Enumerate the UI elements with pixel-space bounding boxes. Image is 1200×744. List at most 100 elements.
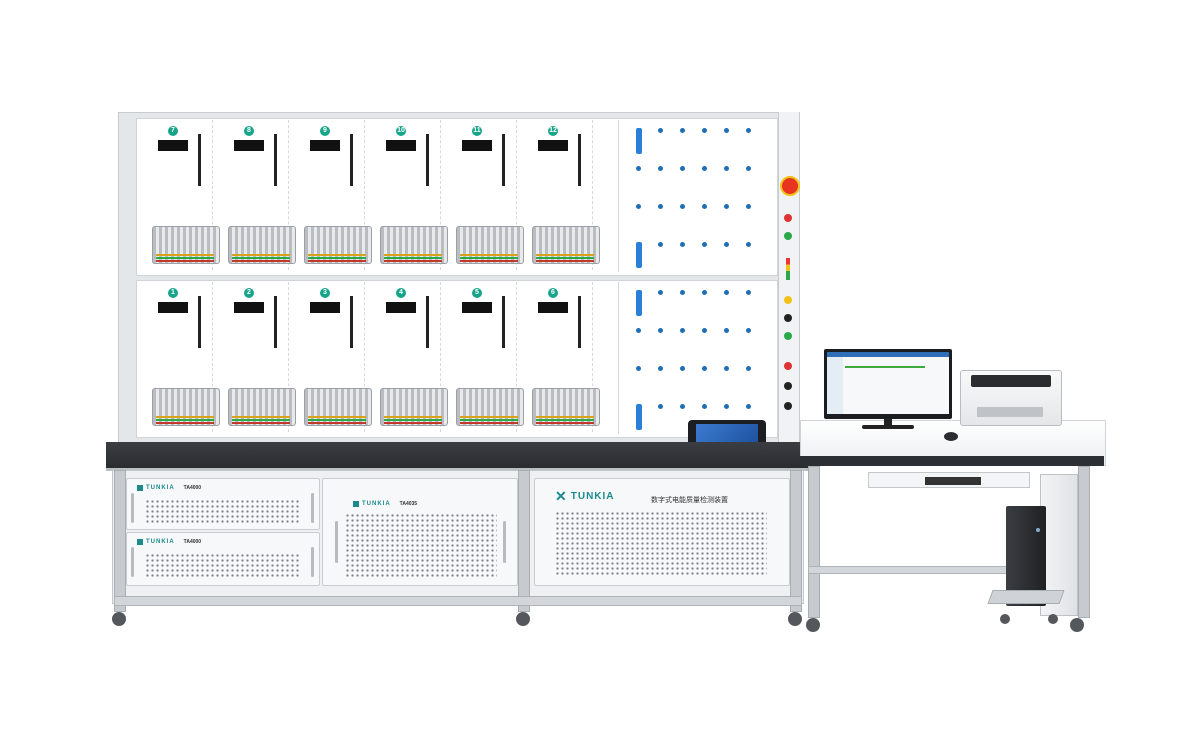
terminal-block	[636, 404, 642, 430]
meter-number: 6	[548, 288, 558, 298]
terminal-socket	[724, 204, 729, 209]
jack-black-1	[784, 314, 792, 322]
terminal-socket	[724, 290, 729, 295]
terminal-socket	[724, 128, 729, 133]
terminal-socket	[724, 404, 729, 409]
desk-leg-left	[808, 466, 820, 618]
terminal-socket	[636, 166, 641, 171]
cabinet-title: 数字式电能质量检测装置	[651, 497, 728, 504]
terminal-socket	[702, 366, 707, 371]
jack-black-2	[784, 382, 792, 390]
wire	[232, 419, 290, 421]
meter-position	[212, 120, 289, 270]
terminal-socket	[680, 404, 685, 409]
desk-leg-right	[1078, 466, 1090, 618]
terminal-socket	[680, 242, 685, 247]
emergency-stop-button[interactable]	[780, 176, 800, 196]
meter-number: 1	[168, 288, 178, 298]
terminal-socket	[702, 404, 707, 409]
indicator-strip	[786, 258, 790, 280]
bench-leg-right	[790, 470, 802, 612]
wire	[308, 416, 366, 418]
jack-black-3	[784, 402, 792, 410]
indicator-green	[784, 232, 792, 240]
terminal-socket	[658, 404, 663, 409]
terminal-socket	[724, 366, 729, 371]
wire	[156, 254, 214, 256]
brand-label: TUNKIA	[146, 539, 175, 545]
terminal-socket	[658, 166, 663, 171]
terminal-socket	[702, 128, 707, 133]
wire	[460, 422, 518, 424]
vent-grille	[345, 513, 497, 577]
computer-desk-edge	[800, 456, 1104, 466]
meter-position	[136, 120, 213, 270]
terminal-socket	[746, 290, 751, 295]
wire	[536, 419, 594, 421]
wire	[384, 422, 442, 424]
wire	[384, 260, 442, 262]
meter-display	[462, 302, 492, 313]
meter-display	[462, 140, 492, 151]
wire	[460, 257, 518, 259]
wire	[308, 254, 366, 256]
meter-position	[364, 120, 441, 270]
terminal-socket	[724, 242, 729, 247]
meter-display	[386, 140, 416, 151]
bench-leg-left	[114, 470, 126, 612]
handle-right	[311, 493, 314, 523]
meter-mount-rod	[426, 134, 429, 186]
terminal-socket	[702, 166, 707, 171]
brand-label: TUNKIA	[362, 501, 391, 507]
meter-mount-rod	[502, 296, 505, 348]
terminal-socket	[680, 204, 685, 209]
terminal-socket	[724, 166, 729, 171]
meter-position	[288, 282, 365, 432]
indicator-red	[784, 214, 792, 222]
keyboard-tray	[868, 472, 1030, 488]
meter-mount-rod	[198, 296, 201, 348]
meter-position	[516, 282, 593, 432]
wire	[308, 419, 366, 421]
terminal-socket	[636, 366, 641, 371]
terminal-socket	[702, 204, 707, 209]
terminal-socket	[636, 204, 641, 209]
meter-position	[136, 282, 213, 432]
jack-green	[784, 332, 792, 340]
meter-display	[234, 140, 264, 151]
wire	[384, 254, 442, 256]
terminal-socket	[680, 166, 685, 171]
meter-number: 7	[168, 126, 178, 136]
tunkia-logo-icon	[353, 501, 359, 507]
terminal-socket	[702, 290, 707, 295]
wire	[536, 257, 594, 259]
tunkia-logo-icon	[137, 539, 143, 545]
terminal-socket	[658, 366, 663, 371]
instrument-main-cabinet: ✕ TUNKIA 数字式电能质量检测装置	[534, 478, 790, 586]
terminal-socket	[702, 328, 707, 333]
meter-display	[386, 302, 416, 313]
meter-mount-rod	[350, 296, 353, 348]
wire	[308, 422, 366, 424]
terminal-socket	[658, 204, 663, 209]
handle-left	[131, 547, 134, 577]
meter-display	[310, 140, 340, 151]
wire	[536, 260, 594, 262]
terminal-socket	[680, 128, 685, 133]
meter-position	[288, 120, 365, 270]
printer	[960, 370, 1062, 426]
monitor-base	[862, 425, 914, 429]
wire	[536, 416, 594, 418]
instrument-left-bottom: TUNKIA TA4000	[126, 532, 320, 586]
meter-number: 11	[472, 126, 482, 136]
meter-number: 12	[548, 126, 558, 136]
meter-position	[212, 282, 289, 432]
wire	[536, 422, 594, 424]
handle-right	[503, 521, 506, 563]
terminal-socket	[746, 404, 751, 409]
terminal-socket	[746, 166, 751, 171]
wheel	[112, 612, 126, 626]
terminal-socket	[746, 128, 751, 133]
meter-number: 8	[244, 126, 254, 136]
meter-display	[538, 302, 568, 313]
